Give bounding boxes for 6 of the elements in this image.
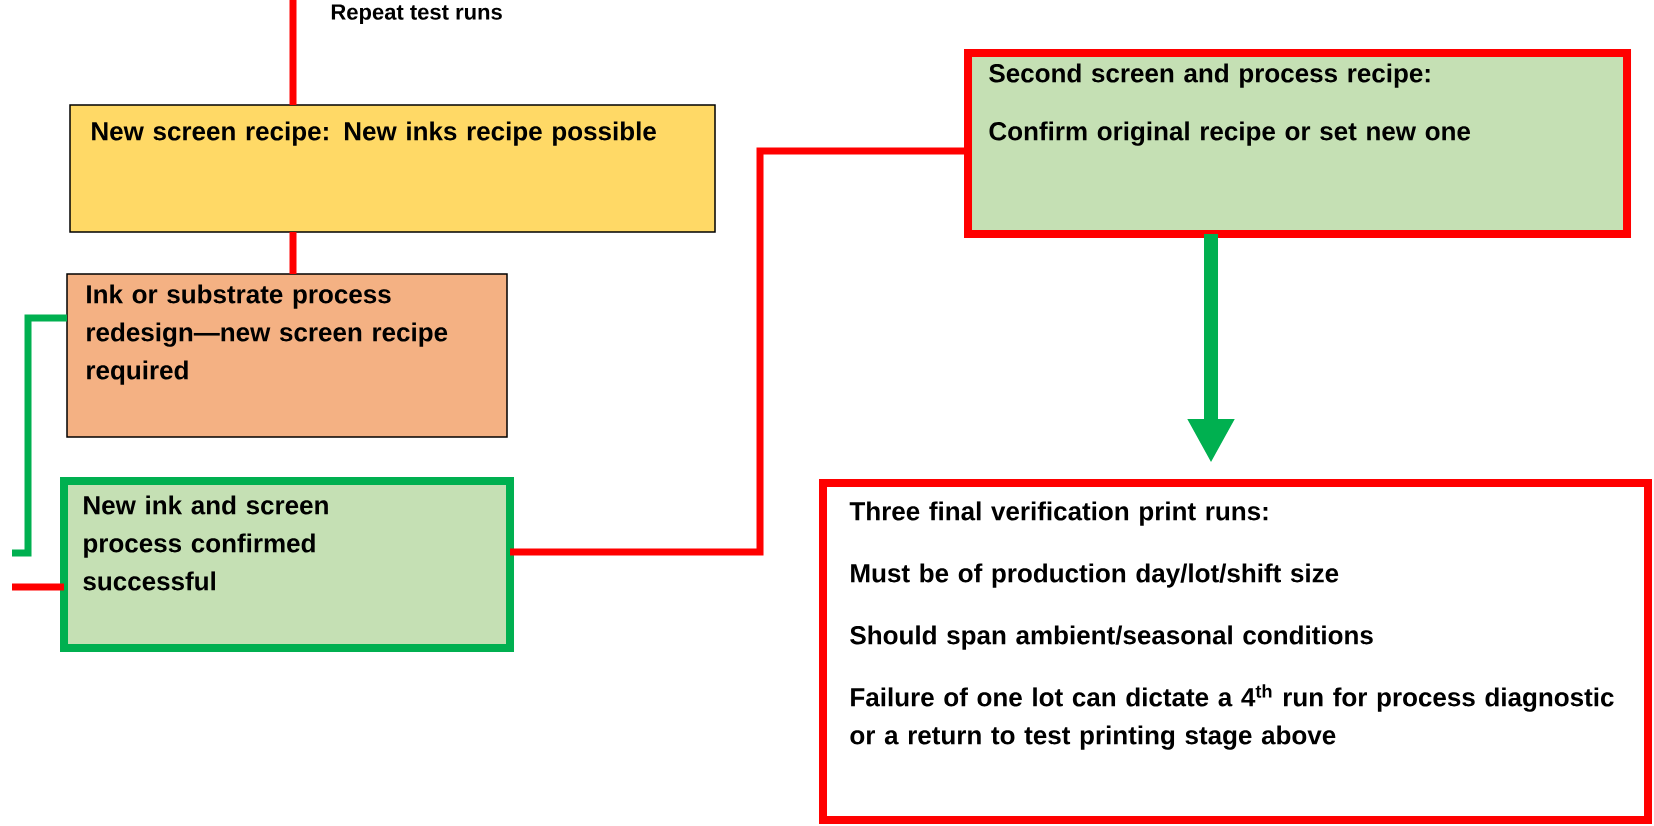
- process-box: Ink or substrate process redesign—new screen recipe required: [66, 273, 508, 438]
- process-box: New screen recipe: New inks recipe possible: [69, 104, 716, 233]
- process-box: New ink and screen process confirmed successful: [60, 477, 514, 652]
- process-box: Three final verification print runs: Must be of production day/lot/shift size Should span ambient/seasonal conditions Failure of one lot can dictate a 4$^{th}$ run for process diagnostic or a return to test printing stage above: [819, 479, 1652, 824]
- note-text: Repeat test runs: [331, 4, 502, 25]
- process-box: Second screen and process recipe: Confirm original recipe or set new one: [964, 49, 1631, 238]
